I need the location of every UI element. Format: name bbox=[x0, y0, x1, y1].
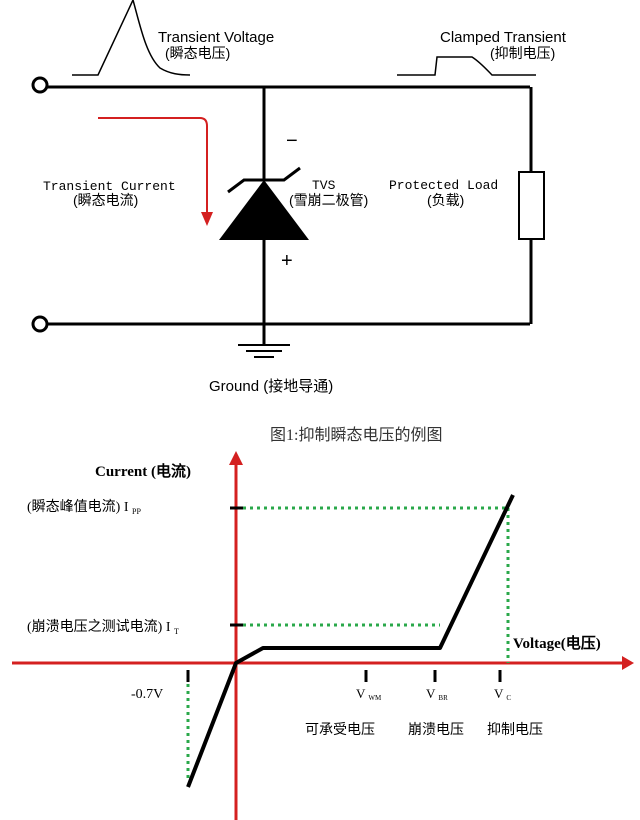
vwm-symbol: V bbox=[356, 686, 366, 701]
transient-voltage-waveform bbox=[72, 0, 191, 76]
ground-icon bbox=[238, 344, 290, 358]
tvs-title: TVS bbox=[312, 178, 336, 193]
transient-voltage-title: Transient Voltage bbox=[158, 29, 274, 46]
x-axis-label: Voltage(电压) bbox=[513, 634, 601, 652]
it-subscript: T bbox=[174, 627, 179, 636]
circuit-diagram: Transient Voltage (瞬态电压) Clamped Transie… bbox=[31, 0, 567, 395]
transient-current-title: Transient Current bbox=[43, 179, 176, 194]
protected-load-resistor bbox=[518, 171, 545, 240]
vc-cn-label: 抑制电压 bbox=[487, 721, 543, 737]
vc-subscript: C bbox=[506, 694, 511, 702]
ipp-subscript: PP bbox=[132, 507, 141, 516]
protected-load-title: Protected Load bbox=[389, 178, 498, 193]
vc-symbol: V bbox=[494, 686, 504, 701]
y-axis-arrowhead bbox=[229, 451, 243, 465]
tvs-diode-triangle bbox=[219, 180, 309, 240]
it-label: (崩溃电压之测试电流) I T bbox=[27, 619, 179, 636]
transient-current-arrow bbox=[98, 117, 208, 216]
vbr-symbol: V bbox=[426, 686, 436, 701]
vbr-cn-label: 崩溃电压 bbox=[408, 721, 464, 737]
tvs-minus-sign: − bbox=[286, 130, 298, 152]
vc-label: V C bbox=[494, 686, 511, 702]
y-axis-label: Current (电流) bbox=[95, 462, 191, 480]
transient-current-cn: (瞬态电流) bbox=[73, 192, 138, 208]
vbr-label: V BR bbox=[426, 686, 448, 702]
protected-load-cn: (负载) bbox=[427, 192, 464, 208]
top-terminal bbox=[31, 76, 49, 94]
vwm-label: V WM bbox=[356, 686, 382, 702]
tvs-diode-bar bbox=[227, 166, 301, 194]
tvs-cn: (雪崩二极管) bbox=[289, 192, 368, 208]
clamped-transient-cn: (抑制电压) bbox=[490, 45, 555, 61]
iv-curve bbox=[186, 494, 515, 788]
neg-voltage-label: -0.7V bbox=[131, 687, 163, 702]
tvs-plus-sign: + bbox=[281, 250, 293, 272]
it-label-text: (崩溃电压之测试电流) bbox=[27, 619, 163, 635]
clamped-transient-waveform bbox=[397, 56, 536, 76]
ipp-symbol: I bbox=[124, 500, 129, 515]
ipp-label-text: (瞬态峰值电流) bbox=[27, 499, 121, 515]
transient-current-arrowhead bbox=[201, 212, 213, 226]
vwm-subscript: WM bbox=[368, 694, 382, 702]
iv-chart: Current (电流) Voltage(电压) (瞬态峰值电流) I PP (… bbox=[12, 451, 634, 820]
transient-voltage-cn: (瞬态电压) bbox=[165, 45, 230, 61]
figure-caption: 图1:抑制瞬态电压的例图 bbox=[270, 426, 442, 444]
vwm-cn-label: 可承受电压 bbox=[305, 721, 375, 737]
ipp-label: (瞬态峰值电流) I PP bbox=[27, 499, 141, 516]
ground-label: Ground (接地导通) bbox=[209, 378, 333, 395]
x-axis-arrowhead bbox=[622, 656, 634, 670]
bottom-terminal bbox=[31, 315, 49, 333]
vbr-subscript: BR bbox=[438, 694, 448, 702]
it-symbol: I bbox=[166, 620, 171, 635]
clamped-transient-title: Clamped Transient bbox=[440, 29, 567, 46]
